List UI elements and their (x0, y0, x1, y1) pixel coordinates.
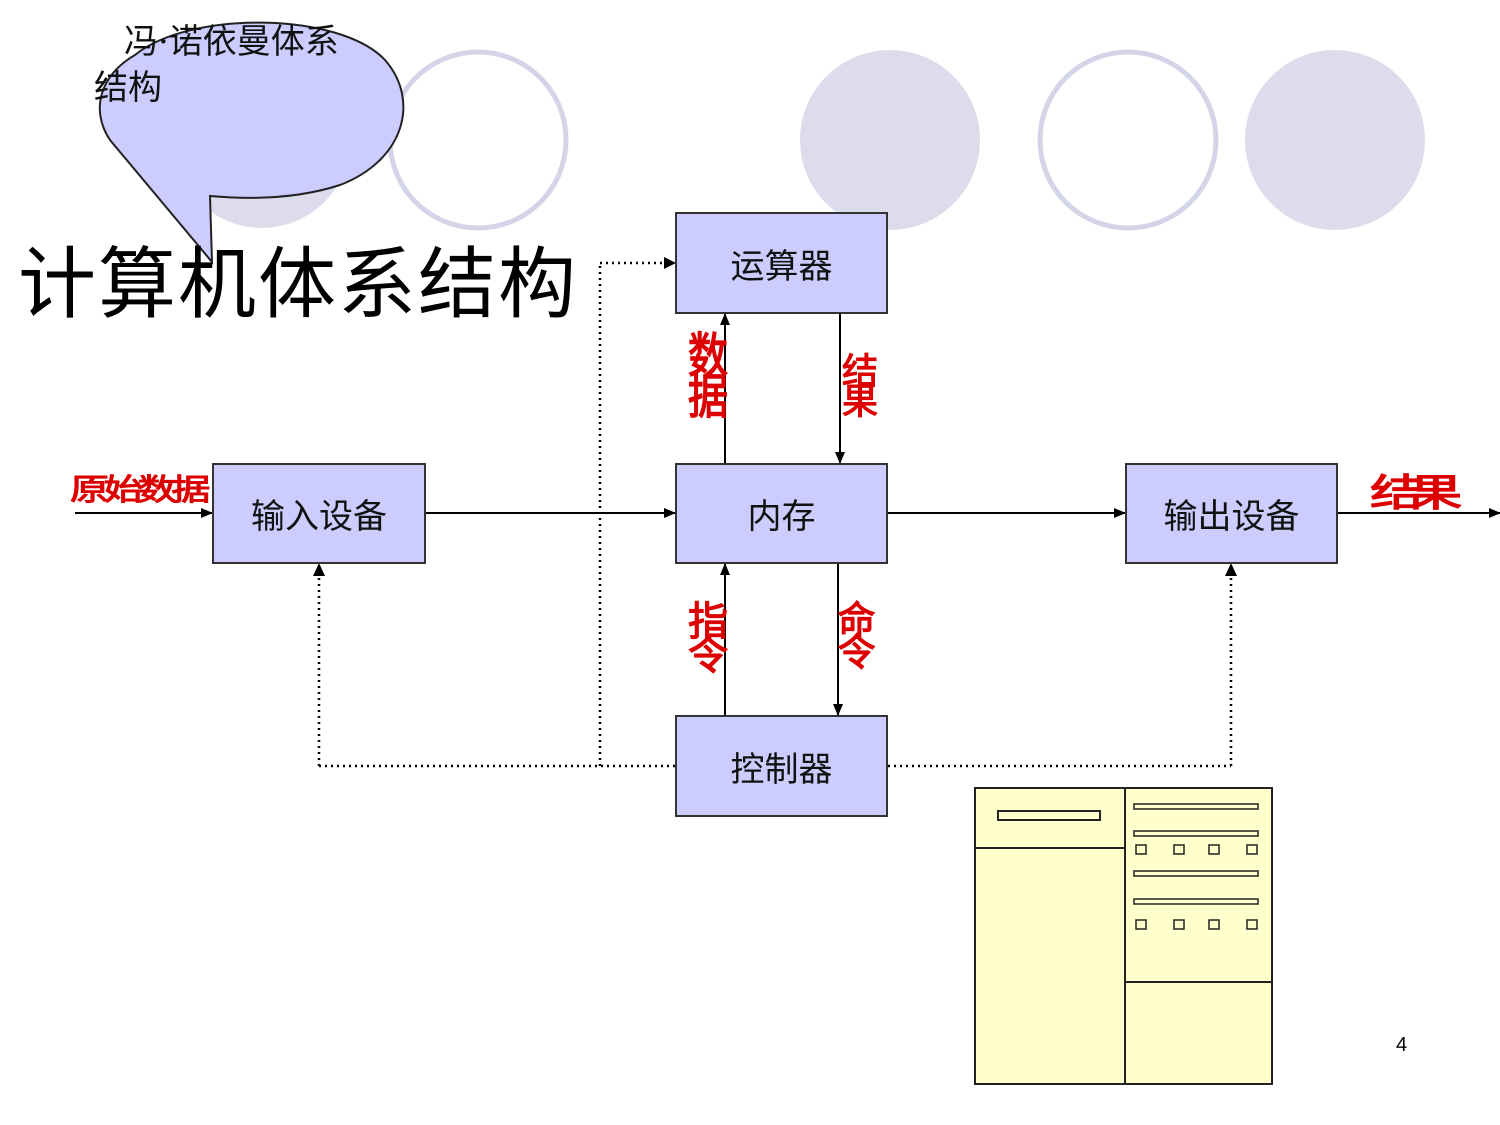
label-memory-to-controller: 指令 (681, 600, 727, 668)
label-memory-to-alu: 数据 (681, 330, 727, 412)
callout-line2: 结构 (94, 68, 162, 108)
controller-box: 控制器 (675, 715, 888, 817)
control-signal-lines (317, 261, 1233, 768)
computer-illustration (974, 787, 1273, 1085)
callout-line1: 冯·诺依曼体系 (124, 22, 339, 62)
decor-circle-2 (387, 49, 569, 231)
page-number: 4 (1396, 1034, 1408, 1056)
decor-circle-4 (1037, 49, 1219, 231)
label-input-data: 原始数据 (70, 473, 210, 508)
arrowhead-control-alu (664, 257, 676, 269)
decor-circle-5 (1245, 50, 1425, 230)
input-device-box: 输入设备 (212, 463, 426, 564)
output-device-box: 输出设备 (1125, 463, 1338, 564)
alu-box: 运算器 (675, 212, 888, 314)
callout-bubble (98, 21, 405, 265)
arrowhead-control-output (1225, 563, 1237, 576)
slide-title: 计算机体系结构 (18, 240, 579, 330)
label-output-result: 结果 (1370, 471, 1462, 515)
decor-circle-3 (800, 50, 980, 230)
label-alu-to-memory: 结果 (836, 352, 877, 412)
arrowhead-control-input (313, 563, 325, 576)
label-controller-to-memory: 命令 (831, 600, 875, 664)
memory-box: 内存 (675, 463, 888, 564)
